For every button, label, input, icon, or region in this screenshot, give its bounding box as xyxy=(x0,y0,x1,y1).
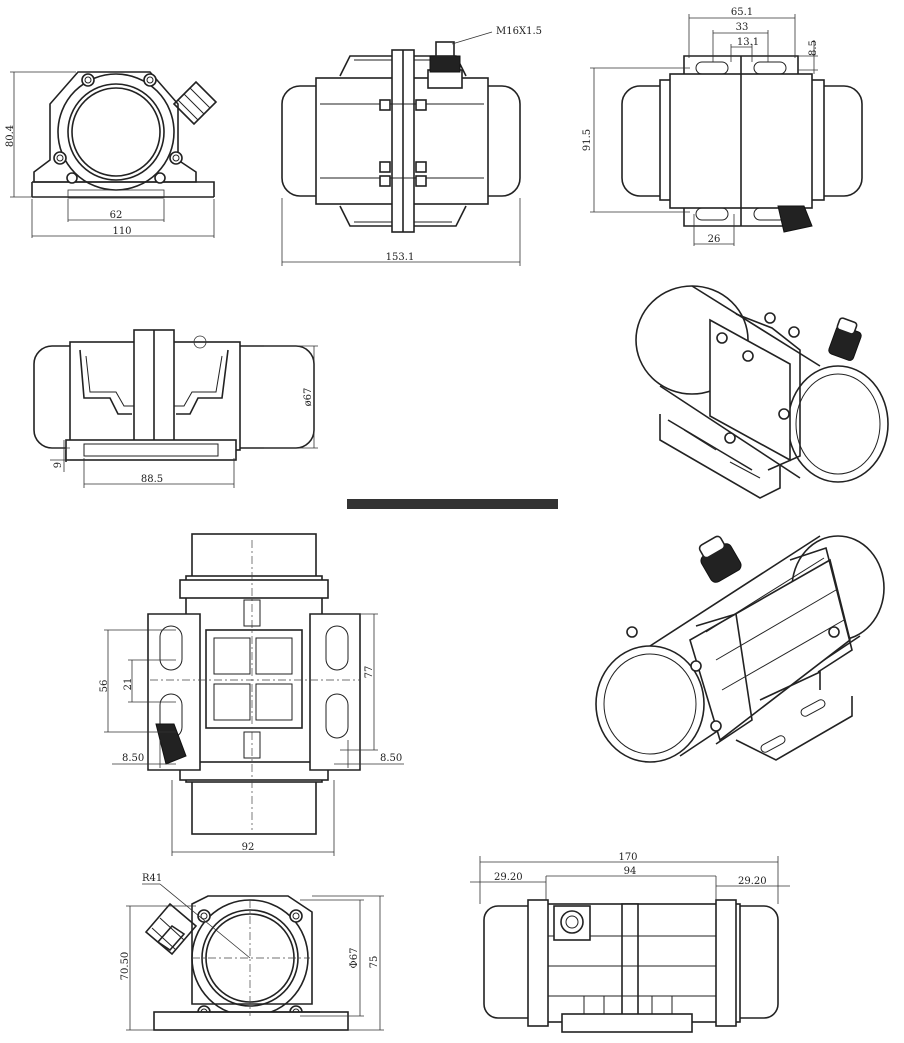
dim-170: 170 xyxy=(618,852,637,863)
section-separator-bar xyxy=(347,499,558,509)
dim-80-4: 80.4 xyxy=(5,125,16,147)
view-side-bottom: 170 29.20 94 29.20 xyxy=(470,852,790,1033)
dim-92: 92 xyxy=(242,842,255,853)
view-side-gland: M16X1.5 153.1 xyxy=(281,26,542,266)
dim-8-50-left: 8.50 xyxy=(122,753,144,764)
dim-62: 62 xyxy=(110,210,123,221)
dim-70-50: 70.50 xyxy=(120,952,131,981)
dim-8-5: 8.5 xyxy=(808,40,819,56)
dim-77: 77 xyxy=(364,666,375,679)
dim-r41: R41 xyxy=(142,873,162,884)
dim-153-1: 153.1 xyxy=(386,252,415,263)
dim-94: 94 xyxy=(624,866,637,877)
dim-8-50-right: 8.50 xyxy=(380,753,402,764)
view-end-foot: 80.4 62 110 xyxy=(5,71,218,238)
dim-thread: M16X1.5 xyxy=(496,26,542,37)
dim-21: 21 xyxy=(123,678,134,691)
dim-o67: ø67 xyxy=(303,388,314,407)
view-iso-top xyxy=(635,285,889,499)
dim-56: 56 xyxy=(99,680,110,693)
view-bottom-plan: 56 21 77 8.50 8.50 92 xyxy=(99,533,404,856)
view-front: ø67 9 88.5 xyxy=(33,329,318,488)
dim-13-1: 13.1 xyxy=(737,37,759,48)
dim-26: 26 xyxy=(708,234,721,245)
view-end-radius: R41 70.50 Φ67 75 xyxy=(120,873,384,1031)
dim-65-1: 65.1 xyxy=(731,7,753,18)
dim-33: 33 xyxy=(736,22,749,33)
dim-29-20-right: 29.20 xyxy=(738,876,767,887)
dim-75: 75 xyxy=(369,956,380,969)
dim-110: 110 xyxy=(112,226,131,237)
view-iso-bottom xyxy=(595,535,885,763)
dim-88-5: 88.5 xyxy=(141,474,163,485)
dim-9: 9 xyxy=(53,462,64,468)
dim-91-5: 91.5 xyxy=(582,129,593,151)
dim-phi67: Φ67 xyxy=(349,948,360,969)
dim-29-20-left: 29.20 xyxy=(494,872,523,883)
view-top: 65.1 33 13.1 8.5 91.5 26 xyxy=(582,7,863,246)
